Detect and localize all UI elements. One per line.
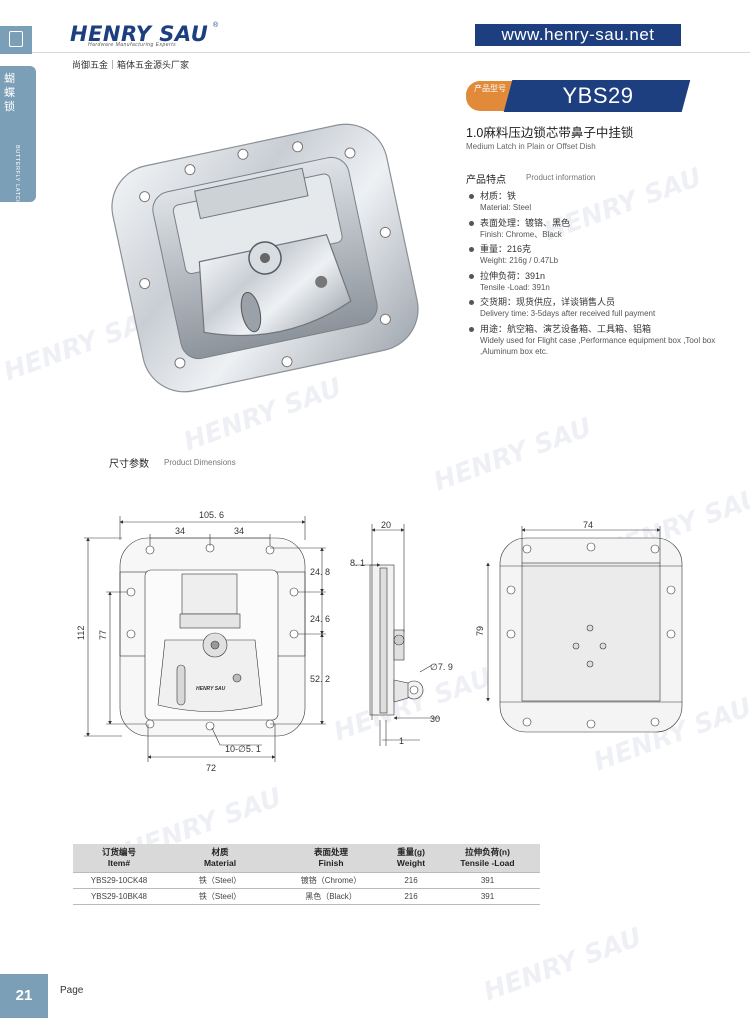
category-label-cn: 蝴蝶锁	[4, 73, 15, 113]
dimensions-heading: 尺寸参数	[109, 459, 149, 470]
brand-tagline: Hardware Manufacturing Experts	[88, 42, 177, 48]
features-heading: 产品特点	[466, 175, 506, 186]
side-view	[354, 524, 440, 746]
product-title-cn: 1.0麻料压边锁芯带鼻子中挂锁	[466, 126, 634, 140]
table-row: YBS29-10CK48 铁（Steel） 镀铬（Chrome） 216 391	[73, 872, 540, 889]
dim-height-inner: 77	[98, 630, 108, 640]
model-badge-label: 产品型号	[474, 84, 506, 93]
website-url[interactable]: www.henry-sau.net	[475, 24, 681, 46]
dim-side-1: 1	[399, 736, 404, 746]
dim-hole-spacing-right: 34	[234, 526, 244, 536]
company-slogan: 尚御五金｜箱体五金源头厂家	[72, 60, 190, 70]
watermark: HENRY SAU	[479, 922, 646, 1008]
catalog-icon-tab	[0, 26, 32, 54]
dim-height-total: 112	[76, 626, 86, 640]
page-label: Page	[60, 985, 84, 996]
dim-right-mid: 24. 6	[310, 614, 330, 624]
dim-side-flange: 8. 1	[350, 558, 365, 568]
box-icon	[9, 31, 23, 47]
front-view	[84, 516, 326, 762]
back-view	[486, 526, 683, 733]
dim-right-top: 24. 8	[310, 567, 330, 577]
registered-mark: ®	[213, 22, 219, 29]
dim-width-total: 105. 6	[199, 510, 224, 520]
dim-right-low: 52. 2	[310, 674, 330, 684]
category-label-en: BUTTERFLY LATCH	[14, 145, 20, 205]
page-number: 21	[0, 974, 48, 1018]
dim-bottom-width: 72	[206, 763, 216, 773]
col-tensile-load: 拉伸负荷(n)Tensile -Load	[435, 844, 540, 873]
header-divider	[0, 52, 750, 53]
watermark: HENRY SAU	[429, 412, 596, 498]
dim-side-depth: 20	[381, 520, 391, 530]
category-side-tab	[0, 66, 36, 202]
dim-holes: 10-∅5. 1	[225, 744, 261, 754]
plate-marking: HENRY SAU	[196, 686, 226, 692]
col-weight: 重量(g)Weight	[387, 844, 435, 873]
product-title-en: Medium Latch in Plain or Offset Dish	[466, 142, 596, 151]
dim-ring-diameter: ∅7. 9	[430, 662, 453, 672]
dimensions-heading-en: Product Dimensions	[164, 458, 236, 467]
dim-back-height: 79	[475, 626, 485, 636]
features-heading-en: Product information	[526, 173, 596, 182]
table-row: YBS29-10BK48 铁（Steel） 黑色（Black） 216 391	[73, 888, 540, 905]
brand-logo: HENRY SAU	[70, 22, 209, 46]
dim-side-30: 30	[430, 714, 440, 724]
dim-hole-spacing-left: 34	[175, 526, 185, 536]
technical-drawing: 105. 6 34 34 112 77 24. 8 24. 6 52. 2 10…	[76, 510, 683, 773]
product-photo	[111, 123, 419, 393]
dim-back-width: 74	[583, 520, 593, 530]
model-number: YBS29	[562, 83, 634, 108]
